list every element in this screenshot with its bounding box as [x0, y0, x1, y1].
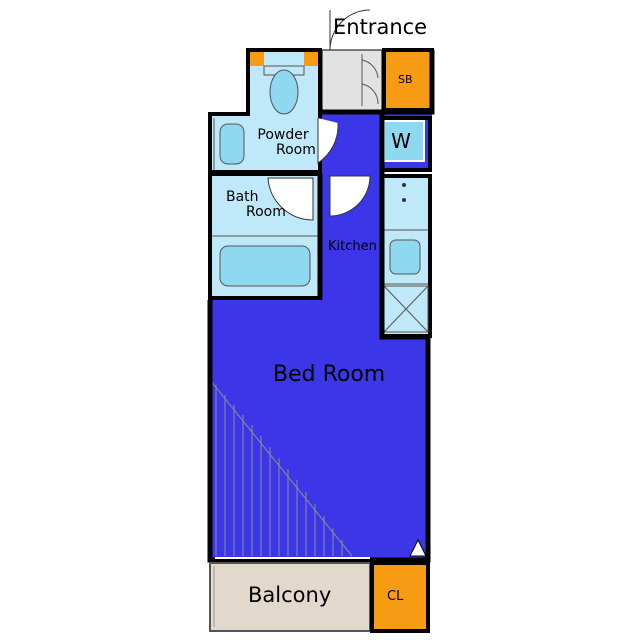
bath-room-label: Bath Room — [220, 189, 286, 221]
entrance-door — [329, 9, 371, 51]
vent-marker — [409, 538, 427, 557]
kitchen-sink — [389, 239, 421, 275]
toilet-bowl — [269, 69, 299, 115]
stove-burner-1 — [402, 183, 406, 187]
balcony — [209, 562, 371, 632]
bed-room-label: Bed Room — [273, 362, 386, 387]
entrance-inner-door — [361, 59, 379, 105]
entrance-label: Entrance — [333, 15, 428, 39]
kitchen-label: Kitchen — [328, 239, 377, 254]
outer-wall — [207, 50, 435, 563]
bedroom-floor — [210, 118, 428, 560]
powder-room-label-line1: Powder — [257, 127, 309, 143]
powder-orange-left — [250, 52, 264, 66]
fridge-x-2 — [383, 285, 429, 333]
bath-room-label-line2: Room — [246, 204, 286, 221]
powder-room-label: Powder Room — [254, 127, 316, 159]
bath-room-label-line1: Bath — [226, 189, 259, 205]
powder-door — [317, 118, 339, 164]
powder-room-label-line2: Room — [276, 142, 316, 159]
powder-orange-right — [304, 52, 318, 66]
washer-label: W — [391, 129, 411, 153]
entrance-area — [321, 49, 383, 111]
kitchen-door — [329, 175, 371, 217]
balcony-label: Balcony — [248, 583, 332, 607]
shoe-box-label: SB — [398, 73, 413, 86]
stove-burner-2 — [402, 198, 406, 202]
powder-sink — [219, 123, 245, 165]
bathtub — [219, 245, 311, 287]
closet — [370, 561, 430, 633]
powder-room-fill — [250, 112, 318, 118]
closet-label: CL — [387, 589, 404, 604]
bath-door — [267, 177, 314, 221]
bedroom-hatch — [209, 379, 353, 557]
